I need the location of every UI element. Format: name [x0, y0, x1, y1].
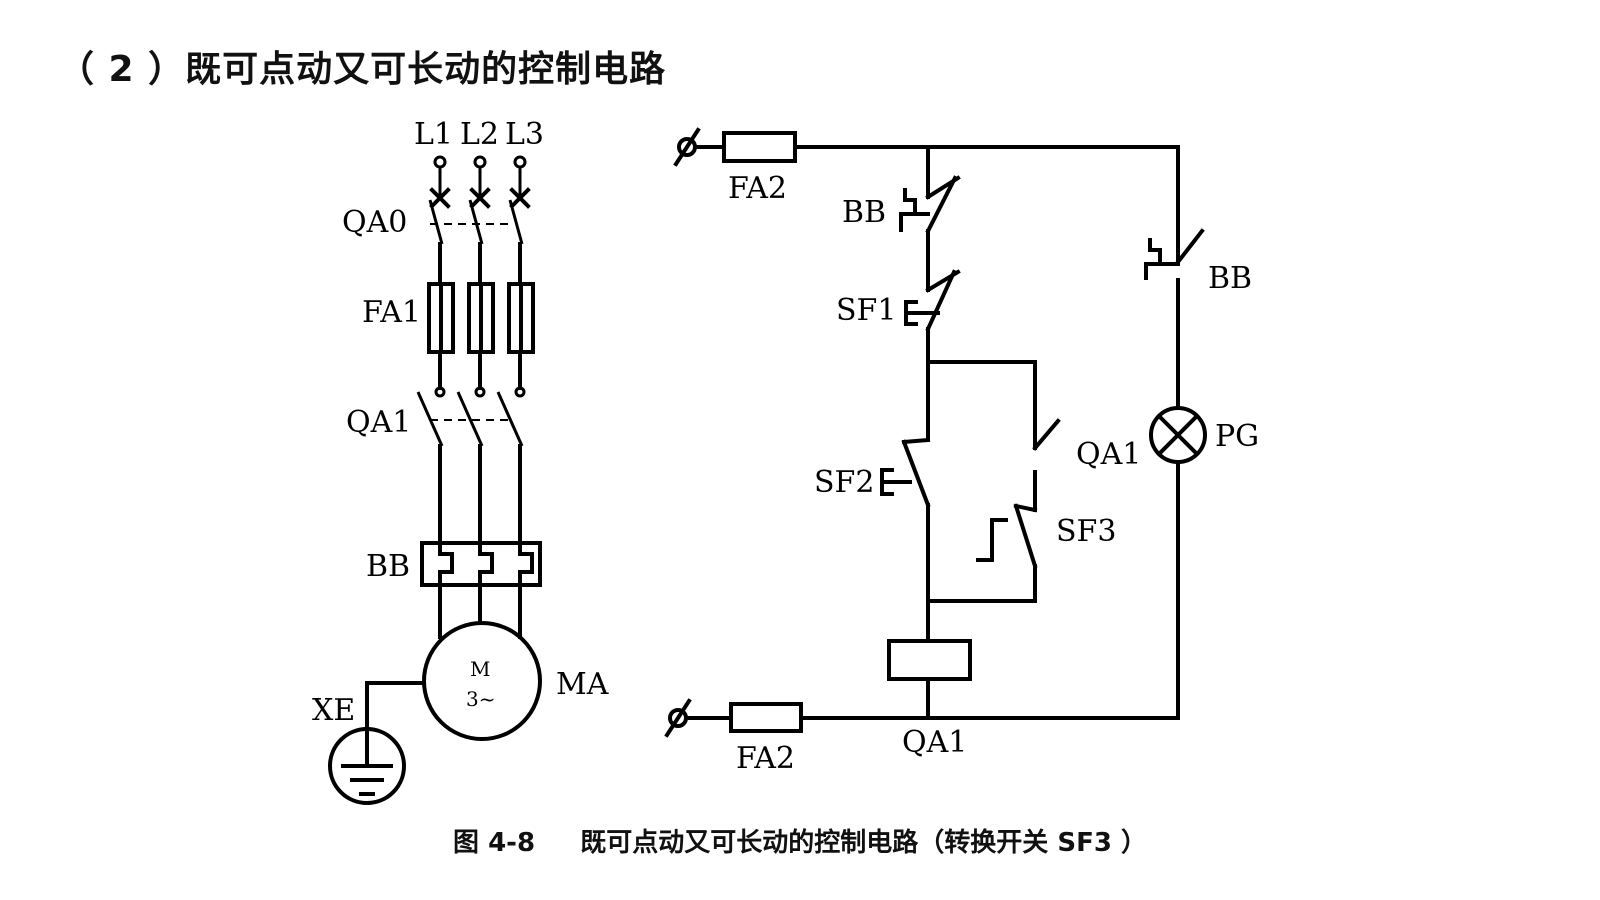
motor-ma: M 3~ [422, 621, 542, 741]
label-sf2: SF2 [814, 465, 874, 500]
label-fa1: FA1 [362, 295, 421, 330]
label-fa2-bottom: FA2 [736, 741, 795, 776]
label-bb-lamp-branch: BB [1208, 261, 1252, 296]
contact-qa1-holding [1032, 418, 1061, 512]
control-circuit: FA2 BB SF1 SF2 [664, 127, 1259, 776]
fuse-fa2-bottom [729, 702, 803, 733]
button-sf2-no [880, 437, 931, 643]
terminal-l3 [513, 155, 527, 169]
label-ma: MA [556, 667, 609, 702]
page-title: （ 2 ）既可点动又可长动的控制电路 [58, 49, 667, 90]
contactor-qa1-main [416, 386, 526, 545]
label-qa1-main: QA1 [346, 405, 411, 440]
coil-qa1 [887, 639, 972, 681]
label-sf3: SF3 [1056, 514, 1116, 549]
power-circuit: L1 L2 L3 QA0 [312, 117, 609, 805]
phase-label-l2: L2 [460, 117, 499, 152]
fuses-fa1 [427, 282, 535, 390]
switch-qa0 [428, 167, 531, 286]
label-bb-contact: BB [842, 195, 886, 230]
figure-caption: 图 4-8 既可点动又可长动的控制电路（转换开关 SF3 ） [453, 828, 1147, 858]
button-sf1-nc [904, 266, 961, 364]
phase-label-l1: L1 [414, 117, 453, 152]
terminal-l2 [473, 155, 487, 169]
motor-symbol-m: M [470, 657, 490, 681]
label-qa1-coil: QA1 [902, 725, 967, 760]
lamp-pg-icon [1149, 406, 1207, 464]
label-qa0: QA0 [342, 205, 407, 240]
phase-label-l3: L3 [505, 117, 544, 152]
label-sf1: SF1 [836, 293, 896, 328]
switch-sf3 [926, 503, 1038, 603]
terminal-l1 [433, 155, 447, 169]
label-fa2-top: FA2 [728, 171, 787, 206]
motor-symbol-3-phase: 3~ [466, 687, 495, 711]
contact-bb-lamp [1144, 145, 1205, 410]
label-pg: PG [1215, 419, 1259, 454]
label-bb-relay: BB [366, 549, 410, 584]
label-qa1-contact: QA1 [1076, 437, 1141, 472]
contact-bb-nc [899, 145, 961, 270]
fuse-fa2-top [722, 131, 797, 163]
label-xe: XE [312, 693, 355, 728]
thermal-relay-bb [420, 541, 542, 639]
earth-xe [328, 681, 426, 805]
